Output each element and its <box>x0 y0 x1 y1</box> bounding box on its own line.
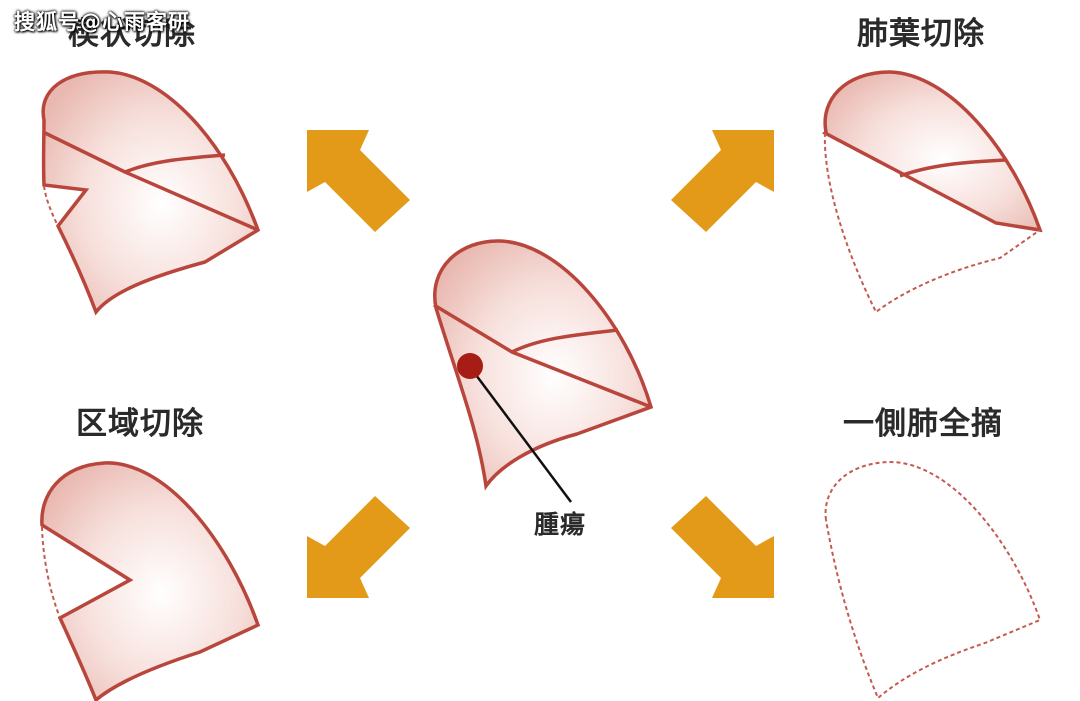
lobectomy-remaining-lobe <box>822 70 1043 233</box>
wedge-resection-lung <box>41 70 261 316</box>
tumor-marker <box>457 353 483 379</box>
pneumonectomy-dashed-outline <box>824 460 1042 700</box>
wedge-fissure-horizontal <box>124 153 226 174</box>
label-lobectomy: 肺葉切除 <box>857 16 985 52</box>
segmentectomy-lung <box>40 461 261 701</box>
lobectomy-lung <box>822 70 1043 314</box>
arrow-down-left <box>307 496 410 598</box>
wedge-lung-shape <box>41 70 261 316</box>
label-pneumonectomy: 一側肺全摘 <box>843 406 1003 442</box>
wedge-removed-dashed <box>43 185 59 227</box>
arrow-up-left <box>307 130 410 232</box>
tumor-pointer-line <box>468 366 573 503</box>
pneumonectomy-lung <box>824 460 1042 700</box>
arrow-down-right <box>671 496 774 598</box>
label-tumor: 腫瘍 <box>534 510 587 539</box>
arrow-up-right <box>671 130 774 232</box>
label-wedge-resection: 楔状切除 <box>68 16 196 52</box>
label-segmentectomy: 区域切除 <box>76 406 204 442</box>
center-fissure-oblique <box>433 303 652 409</box>
lobectomy-fissure <box>899 158 1006 178</box>
segment-lung-shape <box>40 461 261 701</box>
lobectomy-removed-dashed <box>823 132 1041 314</box>
center-lung <box>433 239 654 503</box>
segment-removed-dashed <box>41 526 61 619</box>
watermark: 搜狐号@心雨客研 <box>14 10 190 34</box>
center-fissure-horizontal <box>511 328 619 354</box>
